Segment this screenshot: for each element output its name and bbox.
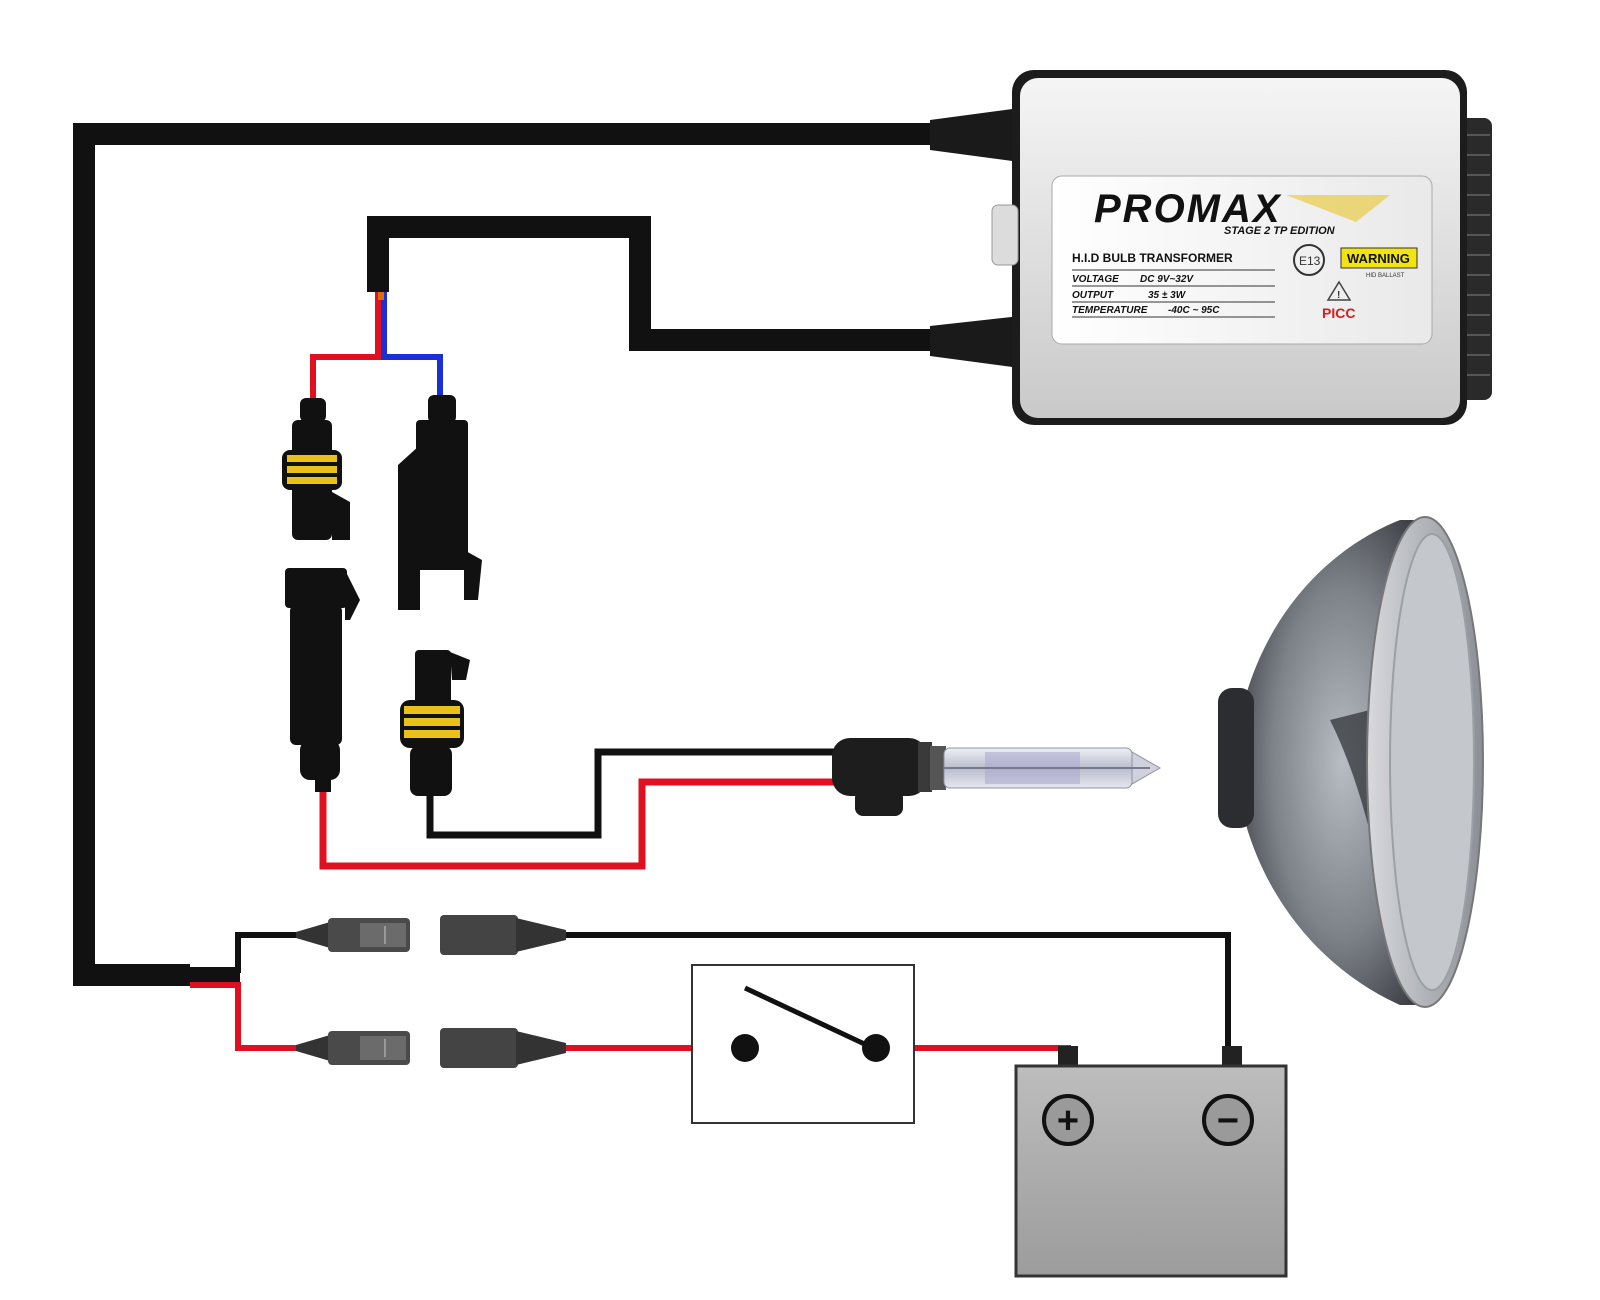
hazard-triangle-icon: [1326, 280, 1352, 301]
battery-positive-symbol: +: [1057, 1100, 1079, 1142]
power-connector-male-black: [296, 918, 410, 952]
hid-ballast: PROMAX STAGE 2 TP EDITION H.I.D BULB TRA…: [930, 70, 1492, 425]
spec-voltage-label: VOLTAGE: [1072, 274, 1119, 285]
spec-output-value: 35 ± 3W: [1148, 290, 1187, 301]
ballast-edition: STAGE 2 TP EDITION: [1224, 225, 1336, 237]
maker-mark: PICC: [1322, 305, 1355, 321]
sealed-beam-headlamp: [1218, 516, 1484, 1008]
ballast-title: H.I.D BULB TRANSFORMER: [1072, 251, 1233, 265]
warning-text: WARNING: [1347, 251, 1410, 266]
warning-sub: HID BALLAST: [1366, 273, 1405, 279]
ballast-power-cable: [73, 123, 930, 986]
connector-right-upper: [398, 395, 482, 610]
power-connector-male-red: [296, 1031, 410, 1065]
cert-mark: E13: [1299, 254, 1321, 268]
spec-voltage-value: DC 9V~32V: [1140, 274, 1194, 285]
spec-output-label: OUTPUT: [1072, 290, 1114, 301]
red-lead-upper: [310, 292, 381, 400]
spec-temperature-label: TEMPERATURE: [1072, 305, 1148, 316]
switch-terminal-right: [862, 1034, 890, 1062]
battery-negative-symbol: −: [1217, 1100, 1239, 1142]
spec-temperature-value: -40C ~ 95C: [1168, 305, 1220, 316]
switch-lever: [743, 985, 875, 1051]
hid-bulb: [832, 738, 1162, 816]
ballast-brand: PROMAX: [1094, 187, 1282, 231]
switch-terminal-left: [731, 1034, 759, 1062]
harness-red-wire: [190, 982, 300, 1051]
power-connector-female-black: [440, 915, 566, 955]
black-bulb-lead: [426, 748, 835, 839]
switch: [691, 964, 915, 1124]
hazard-mark: !: [1337, 290, 1340, 301]
e13-mark-icon: [1293, 244, 1325, 276]
warning-badge: [1340, 247, 1418, 269]
connector-right-lower: [400, 650, 470, 796]
negative-wire: [565, 932, 1231, 1058]
battery-negative-icon: [1202, 1094, 1254, 1146]
blue-lead-upper: [381, 292, 443, 400]
connector-left-upper: [282, 398, 350, 540]
connector-left-lower: [285, 568, 360, 792]
red-bulb-lead: [319, 778, 835, 870]
battery-positive-icon: [1042, 1094, 1094, 1146]
harness-black-wire: [190, 932, 300, 973]
battery: + −: [1014, 1046, 1288, 1278]
relay-connectors: [282, 395, 482, 796]
power-harness-connectors: [296, 915, 566, 1068]
ballast-output-cable: [367, 216, 930, 351]
power-connector-female-red: [440, 1028, 566, 1068]
